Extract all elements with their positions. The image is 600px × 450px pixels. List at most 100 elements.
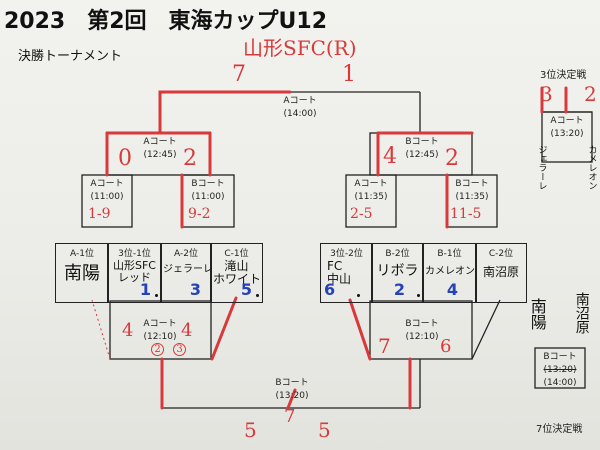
team-seed: C-2位 (488, 249, 514, 259)
third-score-right: 2 (584, 82, 597, 106)
seventh-team-right: 南沼原 (573, 292, 590, 334)
qf4-time: (11:35) (455, 192, 489, 202)
team-seed: 3位-1位 (118, 249, 151, 259)
semi-right-court-label: Bコート (405, 137, 439, 147)
r1-right-time: (12:10) (405, 332, 439, 342)
team-box-4: C-1位 滝山 ホワイト 5 (210, 243, 263, 303)
seventh-team-left: 南陽 (527, 298, 547, 330)
team-number: 5 (240, 280, 252, 299)
final-score-left: 7 (232, 62, 246, 87)
r1-left-time: (12:10) (143, 332, 177, 342)
fifth-court: Bコート (13:20) (262, 377, 322, 403)
team-number: 1 (139, 280, 151, 299)
team-dot (357, 294, 360, 297)
team-seed: A-2位 (174, 249, 198, 259)
qf2-court-label: Bコート (191, 179, 225, 189)
team-name: 南陽 (64, 263, 100, 284)
fifth-time: (13:20) (275, 391, 309, 401)
seventh-time-new: (14:00) (543, 378, 577, 388)
team-box-1: A-1位 南陽 (55, 243, 109, 303)
seventh-place-label: 7位決定戦 (536, 424, 583, 435)
page-title: 2023 第2回 東海カップU12 (4, 9, 328, 34)
third-team-left: ジェラーレ (536, 145, 547, 190)
team-name: 滝山 ホワイト (213, 259, 262, 287)
qf4-court-label: Bコート (455, 179, 489, 189)
semi-right-score-right: 2 (445, 146, 459, 171)
team-seed: C-1位 (224, 249, 249, 259)
team-number: 6 (324, 280, 336, 299)
third-place-label: 3位決定戦 (540, 70, 587, 81)
qf4-court: Bコート (11:35) (447, 178, 497, 204)
team-box-8: C-2位 南沼原 (475, 243, 527, 303)
qf2-court: Bコート (11:00) (183, 178, 233, 204)
team-name: FC 中山 (327, 259, 352, 287)
r1-right-court: Bコート (12:10) (392, 318, 452, 344)
team-number: 4 (446, 280, 458, 299)
r1-right-score-left: 7 (378, 334, 391, 358)
team-name: カメレオン (425, 266, 475, 277)
team-name: ジェラーレ (163, 264, 213, 275)
final-time: (14:00) (283, 109, 317, 119)
seventh-court-label: Bコート (543, 352, 577, 362)
fifth-court-label: Bコート (275, 378, 309, 388)
semi-right-court: Bコート (12:45) (392, 136, 452, 162)
team-box-7: B-1位 カメレオン 4 (422, 243, 477, 303)
team-box-2: 3位-1位 山形SFC レッド 1 (107, 243, 162, 303)
qf1-time: (11:00) (90, 192, 124, 202)
team-name: リボラ (376, 263, 419, 279)
qf1-score: 1-9 (88, 206, 111, 222)
semi-left-score-right: 2 (183, 146, 197, 171)
r1-left-pk-right: 3 (173, 343, 186, 356)
semi-left-time: (12:45) (143, 150, 177, 160)
team-number: 2 (393, 280, 405, 299)
semi-right-score-left: 4 (383, 144, 397, 169)
qf3-score: 2-5 (350, 206, 373, 222)
team-name: 山形SFC レッド (113, 259, 156, 285)
third-court-label: Aコート (550, 116, 584, 126)
qf2-score: 9-2 (188, 206, 211, 222)
team-box-6: B-2位 リボラ 2 (371, 243, 424, 303)
qf1-court-label: Aコート (90, 179, 124, 189)
winner-name: 山形SFC(R) (243, 36, 357, 60)
team-name: 南沼原 (482, 265, 519, 279)
r1-left-score-left: 4 (122, 320, 134, 341)
r1-right-court-label: Bコート (405, 319, 439, 329)
r1-right-score-right: 6 (440, 336, 452, 357)
team-seed: 3位-2位 (330, 249, 363, 259)
team-dot (155, 294, 158, 297)
semi-left-court: Aコート (12:45) (130, 136, 190, 162)
qf4-score: 11-5 (450, 206, 482, 222)
team-seed: A-1位 (70, 249, 94, 259)
team-seed: B-2位 (385, 249, 410, 259)
final-court: Aコート (14:00) (270, 95, 330, 121)
r1-left-score-right: 4 (181, 320, 193, 341)
final-score-right: 1 (342, 62, 356, 87)
semi-left-score-left: 0 (118, 146, 132, 171)
team-dot (417, 294, 420, 297)
team-box-3: A-2位 ジェラーレ 3 (160, 243, 213, 303)
qf3-court-label: Aコート (354, 179, 388, 189)
semi-left-court-label: Aコート (143, 137, 177, 147)
third-team-right: カメレオン (586, 145, 597, 190)
semi-right-time: (12:45) (405, 150, 439, 160)
third-score-left: 3 (540, 82, 553, 106)
fifth-score-right: 5 (318, 418, 331, 442)
r1-left-court: Aコート (12:10) (130, 318, 190, 344)
third-time: (13:20) (550, 129, 584, 139)
team-dot (256, 294, 259, 297)
page-subtitle: 決勝トーナメント (18, 49, 123, 64)
team-seed: B-1位 (437, 249, 462, 259)
fifth-score-mid: 7 (284, 406, 296, 427)
team-number: 3 (189, 280, 201, 299)
r1-left-court-label: Aコート (143, 319, 177, 329)
qf3-court: Aコート (11:35) (346, 178, 396, 204)
seventh-time-old: (13:20) (543, 365, 577, 375)
seventh-court: Bコート (13:20) (14:00) (535, 351, 585, 390)
team-box-5: 3位-2位 FC 中山 6 (320, 243, 373, 303)
third-court: Aコート (13:20) (542, 115, 592, 141)
final-court-label: Aコート (283, 96, 317, 106)
qf3-time: (11:35) (354, 192, 388, 202)
fifth-score-left: 5 (244, 418, 257, 442)
